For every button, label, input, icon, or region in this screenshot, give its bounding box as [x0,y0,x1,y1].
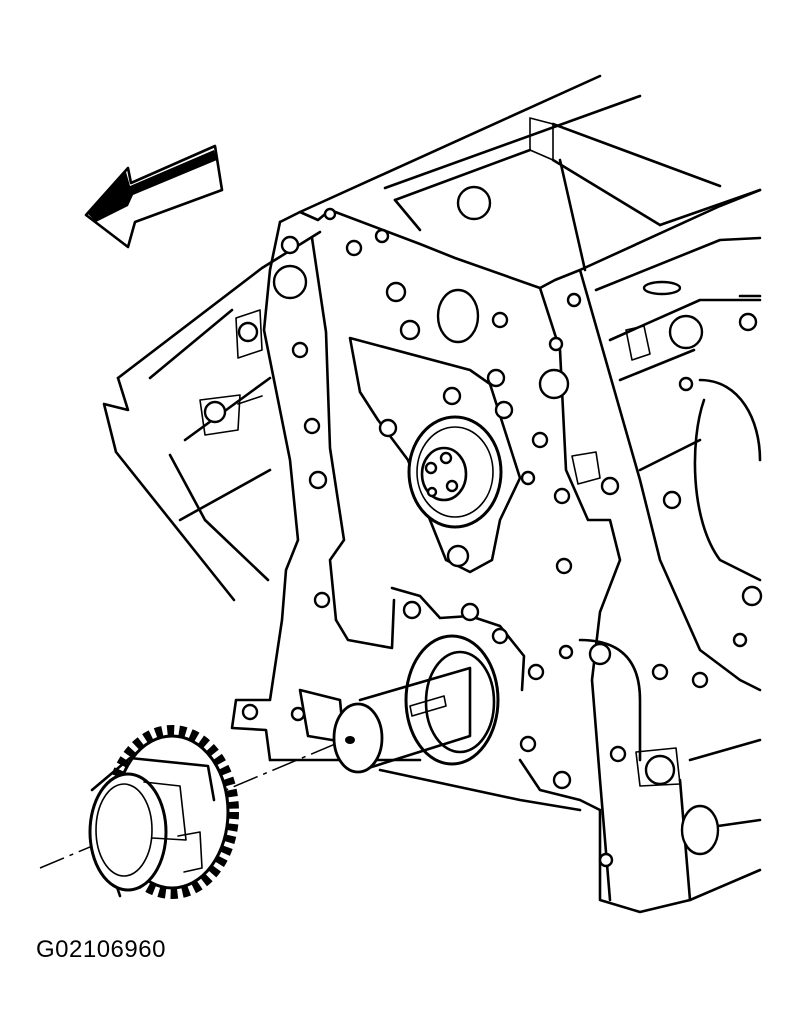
direction-arrow-icon [84,144,224,249]
engine-block-illustration [102,74,763,914]
crankshaft-nose [332,634,500,774]
bolt-holes [241,207,763,868]
crankshaft-sprocket [88,725,239,899]
figure-id-label: G02106960 [36,936,166,963]
